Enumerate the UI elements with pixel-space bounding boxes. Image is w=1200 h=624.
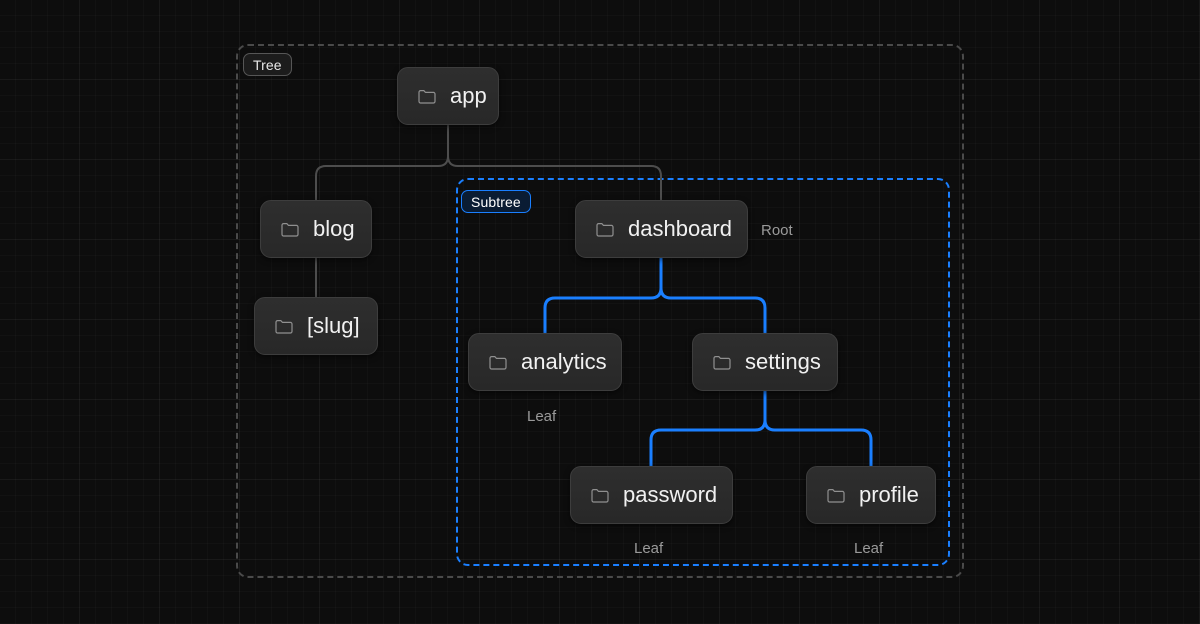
folder-icon	[596, 222, 614, 237]
folder-icon	[827, 488, 845, 503]
node-password-label: password	[623, 482, 718, 507]
node-analytics-label: analytics	[521, 349, 607, 374]
node-blog[interactable]: blog	[260, 200, 372, 258]
group-badge-subtree[interactable]: Subtree	[461, 190, 531, 213]
node-dashboard[interactable]: dashboard	[575, 200, 748, 258]
node-dashboard-label: dashboard	[628, 216, 732, 241]
group-subtree[interactable]	[456, 178, 950, 566]
caption-profile-leaf: Leaf	[854, 540, 884, 557]
node-slug-label: [slug]	[307, 313, 360, 338]
group-badge-tree-label: Tree	[253, 56, 282, 73]
node-settings-label: settings	[745, 349, 821, 374]
folder-icon	[418, 89, 436, 104]
node-app[interactable]: app	[397, 67, 499, 125]
folder-icon	[281, 222, 299, 237]
node-profile[interactable]: profile	[806, 466, 936, 524]
node-settings[interactable]: settings	[692, 333, 838, 391]
group-badge-subtree-label: Subtree	[471, 193, 521, 210]
caption-root: Root	[761, 222, 793, 239]
group-badge-tree[interactable]: Tree	[243, 53, 292, 76]
node-app-label: app	[450, 83, 487, 108]
caption-password-leaf: Leaf	[634, 540, 664, 557]
node-password[interactable]: password	[570, 466, 733, 524]
folder-icon	[489, 355, 507, 370]
node-blog-label: blog	[313, 216, 355, 241]
folder-icon	[713, 355, 731, 370]
node-analytics[interactable]: analytics	[468, 333, 622, 391]
group-tree[interactable]	[236, 44, 964, 578]
node-slug[interactable]: [slug]	[254, 297, 378, 355]
folder-icon	[275, 319, 293, 334]
caption-analytics-leaf: Leaf	[527, 408, 557, 425]
node-profile-label: profile	[859, 482, 919, 507]
folder-icon	[591, 488, 609, 503]
